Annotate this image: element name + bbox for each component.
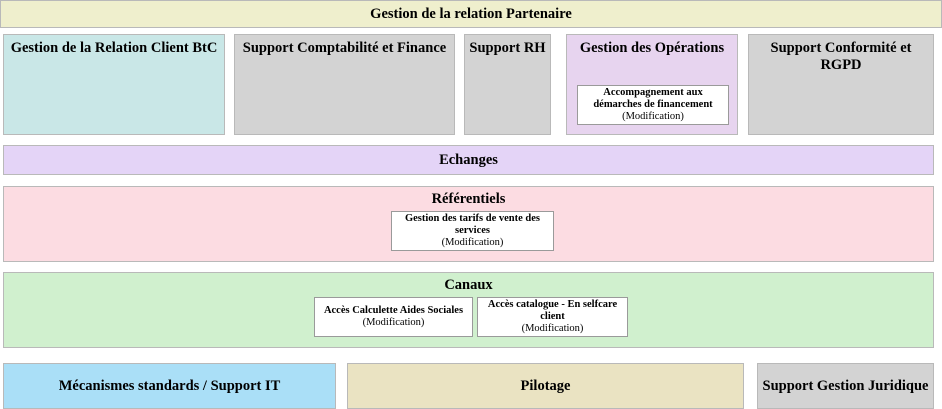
card-state: (Modification) bbox=[362, 316, 425, 328]
card-acces-calculette-aides-sociales[interactable]: Accès Calculette Aides Sociales (Modific… bbox=[314, 297, 473, 337]
card-title: Accès catalogue - En selfcare client bbox=[487, 298, 618, 322]
domain-gestion-des-operations[interactable]: Gestion des Opérations Accompagnement au… bbox=[566, 34, 738, 135]
band-referentiels[interactable]: Référentiels Gestion des tarifs de vente… bbox=[3, 186, 934, 262]
footer-label: Support Gestion Juridique bbox=[762, 377, 929, 394]
domain-gestion-relation-client-btc[interactable]: Gestion de la Relation Client BtC bbox=[3, 34, 225, 135]
domain-support-conformite-rgpd[interactable]: Support Conformité et RGPD bbox=[748, 34, 934, 135]
card-state: (Modification) bbox=[521, 322, 584, 334]
card-accompagnement-demarches-financement[interactable]: Accompagnement aux démarches de financem… bbox=[577, 85, 729, 125]
domain-support-comptabilite-finance[interactable]: Support Comptabilité et Finance bbox=[234, 34, 455, 135]
footer-mecanismes-standards-support-it[interactable]: Mécanismes standards / Support IT bbox=[3, 363, 336, 409]
band-echanges[interactable]: Echanges bbox=[3, 145, 934, 175]
band-canaux[interactable]: Canaux Accès Calculette Aides Sociales (… bbox=[3, 272, 934, 348]
band-label: Canaux bbox=[444, 277, 493, 293]
banner-gestion-relation-partenaire[interactable]: Gestion de la relation Partenaire bbox=[0, 0, 942, 28]
card-title: Gestion des tarifs de vente des services bbox=[404, 212, 541, 236]
domain-label: Support RH bbox=[469, 40, 546, 56]
card-state: (Modification) bbox=[441, 236, 504, 248]
domain-support-rh[interactable]: Support RH bbox=[464, 34, 551, 135]
card-acces-catalogue-selfcare-client[interactable]: Accès catalogue - En selfcare client (Mo… bbox=[477, 297, 628, 337]
band-label: Echanges bbox=[439, 151, 498, 168]
card-gestion-tarifs-vente-services[interactable]: Gestion des tarifs de vente des services… bbox=[391, 211, 554, 251]
card-title: Accès Calculette Aides Sociales bbox=[323, 304, 464, 316]
footer-support-gestion-juridique[interactable]: Support Gestion Juridique bbox=[757, 363, 934, 409]
footer-pilotage[interactable]: Pilotage bbox=[347, 363, 744, 409]
footer-label: Mécanismes standards / Support IT bbox=[58, 377, 281, 394]
domain-label: Gestion des Opérations bbox=[579, 40, 725, 56]
band-label: Référentiels bbox=[431, 191, 506, 207]
card-state: (Modification) bbox=[622, 110, 684, 122]
domain-label: Gestion de la Relation Client BtC bbox=[10, 40, 218, 56]
banner-label: Gestion de la relation Partenaire bbox=[370, 5, 572, 22]
footer-label: Pilotage bbox=[520, 377, 571, 394]
card-title: Accompagnement aux démarches de financem… bbox=[593, 86, 713, 110]
domain-label: Support Comptabilité et Finance bbox=[242, 40, 447, 56]
domain-label: Support Conformité et RGPD bbox=[770, 40, 912, 73]
